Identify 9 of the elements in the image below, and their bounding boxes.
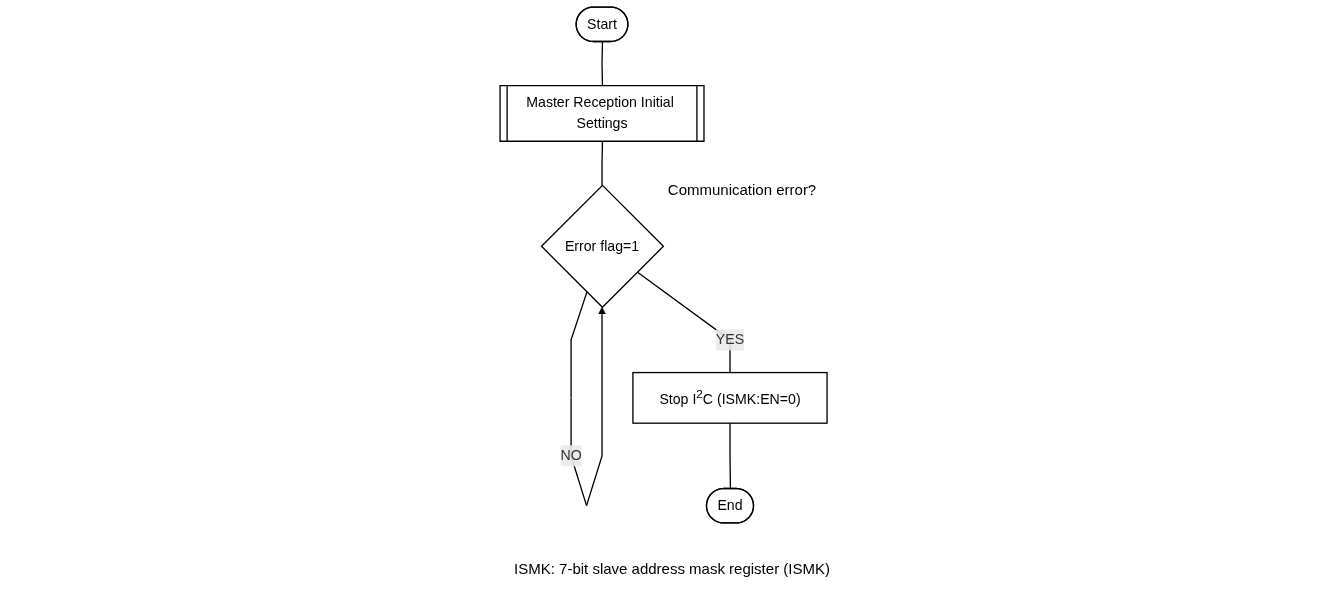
footnote: ISMK: 7-bit slave address mask register (ISMK) (514, 560, 830, 577)
decision-caption: Communication error? (667, 181, 817, 199)
arrow (570, 291, 607, 507)
connector (729, 422, 732, 490)
connector (601, 141, 604, 187)
edge-label: NO (560, 447, 583, 463)
node-diamond: Error flag=1 (541, 184, 665, 309)
node-box: Stop I$^{2}$C (ISMK:EN=0) (632, 371, 829, 424)
edge-label: YES (716, 331, 745, 347)
